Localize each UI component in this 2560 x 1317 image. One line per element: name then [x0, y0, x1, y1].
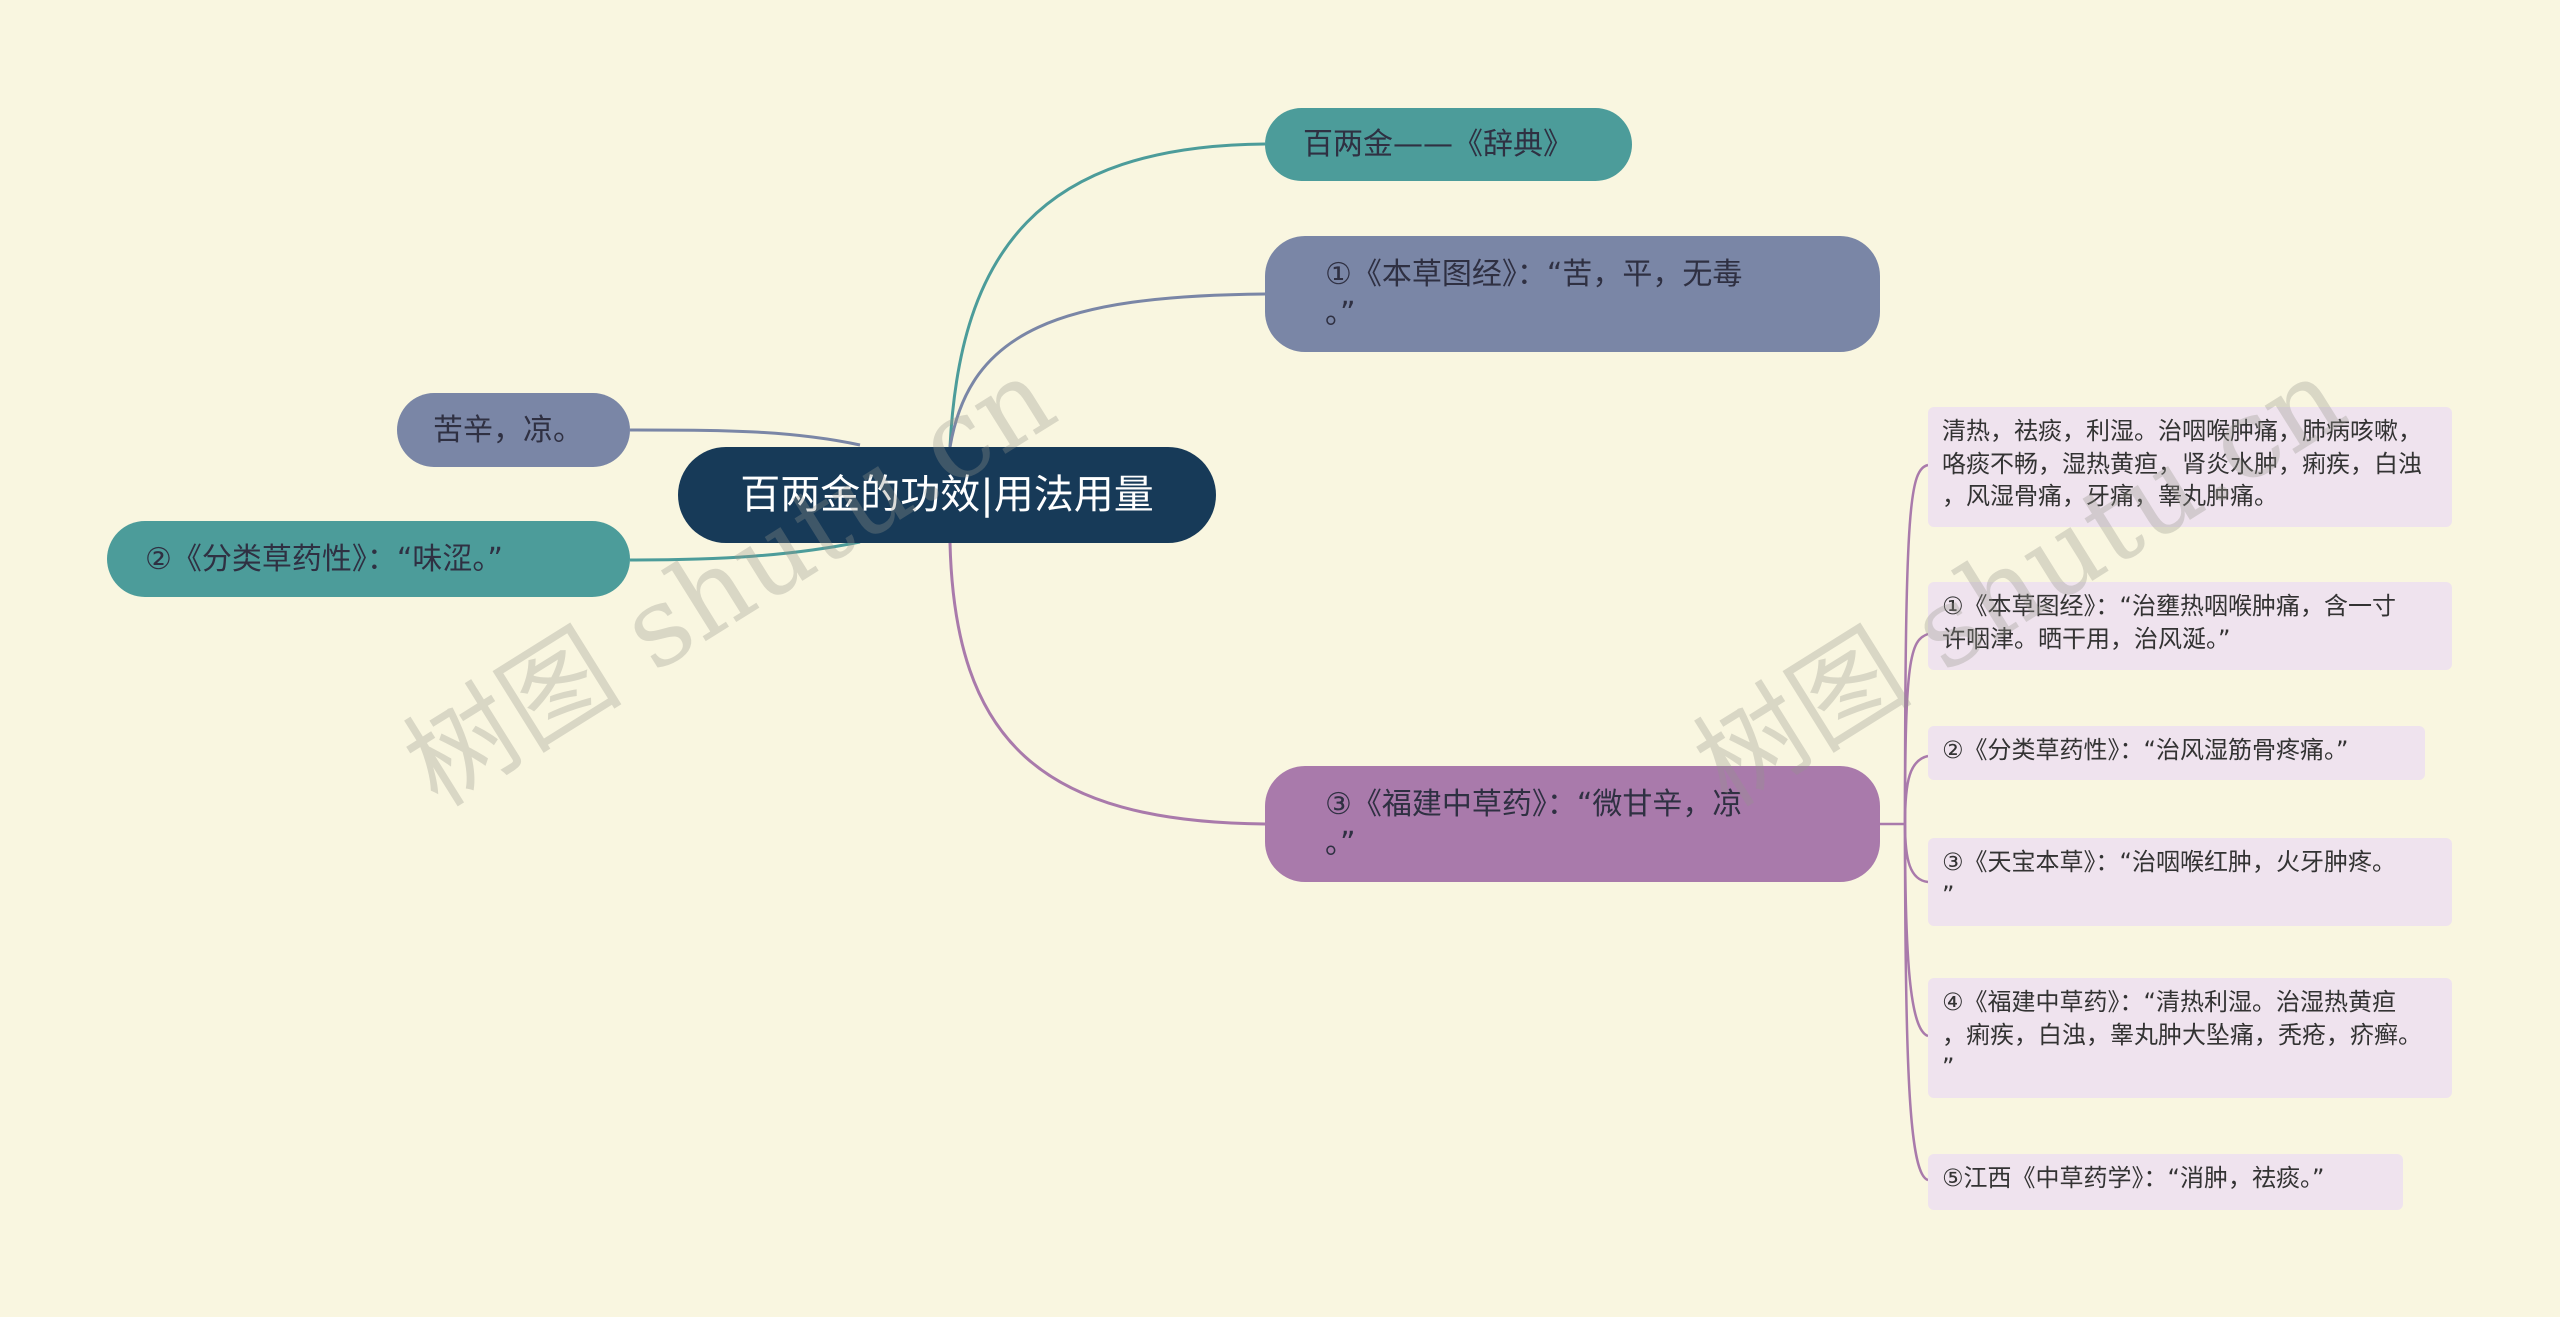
leaf-functions-label: 清热，祛痰，利湿。治咽喉肿痛，肺病咳嗽， 咯痰不畅，湿热黄疸，肾炎水肿，痢疾，白… [1942, 417, 2422, 511]
link-root-to-fenlei [629, 540, 861, 562]
leaf-jiangxi-zhongcaoyaoxue-label: ⑤江西《中草药学》：“消肿，祛痰。” [1942, 1164, 2325, 1192]
leaf-tianbao-bencao-label: ③《天宝本草》：“治咽喉红肿，火牙肿疼。 ” [1942, 848, 2396, 909]
leaf-bencao-tujing-label: ①《本草图经》：“治壅热咽喉肿痛，含一寸 许咽津。晒干用，治风涎。” [1942, 592, 2396, 653]
root-node[interactable]: 百两金的功效|用法用量 [678, 447, 1216, 543]
link-root-to-taste [629, 428, 861, 447]
link-leaf-3 [1903, 754, 1929, 825]
node-bencao-tujing-label: ①《本草图经》：“苦，平，无毒 。” [1325, 257, 1743, 331]
node-bencao-tujing[interactable]: ①《本草图经》：“苦，平，无毒 。” [1265, 236, 1880, 352]
link-root-to-bencao-tujing [948, 292, 1266, 448]
root-label: 百两金的功效|用法用量 [740, 472, 1154, 518]
leaf-fujian-zhongcaoyao[interactable]: ④《福建中草药》：“清热利湿。治湿热黄疸 ，痢疾，白浊，睾丸肿大坠痛，秃疮，疥癣… [1928, 978, 2452, 1098]
link-leaf-2 [1903, 632, 1929, 825]
node-ref-dictionary[interactable]: 百两金——《辞典》 [1265, 108, 1632, 181]
node-ref-dictionary-label: 百两金——《辞典》 [1303, 127, 1573, 162]
leaf-fenlei-caoyaoxing-label: ②《分类草药性》：“治风湿筋骨疼痛。” [1942, 736, 2349, 764]
node-fujian-herbs-label: ③《福建中草药》：“微甘辛，凉 。” [1325, 787, 1743, 861]
link-root-to-fujian [948, 542, 1266, 826]
node-fujian-herbs[interactable]: ③《福建中草药》：“微甘辛，凉 。” [1265, 766, 1880, 882]
link-root-to-ref-dictionary [948, 142, 1266, 448]
link-leaf-1 [1903, 463, 1929, 825]
leaf-functions[interactable]: 清热，祛痰，利湿。治咽喉肿痛，肺病咳嗽， 咯痰不畅，湿热黄疸，肾炎水肿，痢疾，白… [1928, 407, 2452, 527]
leaf-bencao-tujing[interactable]: ①《本草图经》：“治壅热咽喉肿痛，含一寸 许咽津。晒干用，治风涎。” [1928, 582, 2452, 670]
node-fenlei-taste-label: ②《分类草药性》：“味涩。” [145, 541, 503, 577]
leaf-jiangxi-zhongcaoyaoxue[interactable]: ⑤江西《中草药学》：“消肿，祛痰。” [1928, 1154, 2403, 1210]
leaf-fenlei-caoyaoxing[interactable]: ②《分类草药性》：“治风湿筋骨疼痛。” [1928, 726, 2425, 780]
link-leaf-4 [1903, 823, 1929, 884]
leaf-tianbao-bencao[interactable]: ③《天宝本草》：“治咽喉红肿，火牙肿疼。 ” [1928, 838, 2452, 926]
node-taste[interactable]: 苦辛，凉。 [397, 393, 630, 467]
node-taste-label: 苦辛，凉。 [433, 412, 583, 448]
leaf-fujian-zhongcaoyao-label: ④《福建中草药》：“清热利湿。治湿热黄疸 ，痢疾，白浊，睾丸肿大坠痛，秃疮，疥癣… [1942, 988, 2422, 1082]
node-fenlei-taste[interactable]: ②《分类草药性》：“味涩。” [107, 521, 630, 597]
link-leaf-6 [1903, 823, 1929, 1182]
